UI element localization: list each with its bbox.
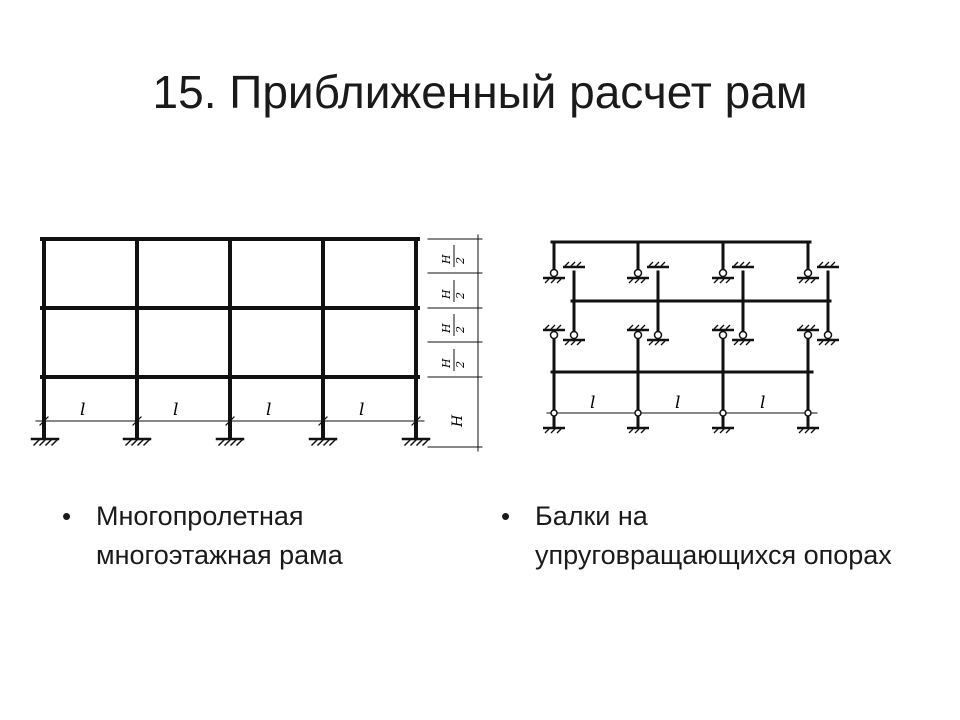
span-label: l (266, 400, 271, 420)
fixed-support (122, 437, 152, 447)
span-label: l (80, 400, 85, 420)
half-height-den: 2 (454, 292, 467, 300)
beams-on-elastic-supports-diagram: l l l (543, 240, 839, 434)
slide-title: 15. Приближенный расчет рам (152, 66, 808, 118)
bullet-item: • Балки на упруговращающихся опорах (501, 497, 895, 575)
span-label: l (173, 400, 178, 420)
half-height-num: H (440, 289, 453, 300)
half-height-den: 2 (454, 257, 467, 265)
elastic-supports (543, 261, 839, 434)
half-height-den: 2 (454, 326, 467, 334)
half-height-num: H (440, 358, 453, 369)
bullet-item: • Многопролетная многоэтажная рама (62, 497, 436, 575)
half-height-num: H (440, 254, 453, 265)
span-label: l (359, 400, 364, 420)
storey-height-label: H (450, 414, 466, 428)
fixed-support (308, 437, 338, 447)
bullet-text: Многопролетная многоэтажная рама (96, 501, 343, 570)
bullet-dot-icon: • (62, 501, 72, 531)
hinge-joints (549, 268, 833, 417)
fixed-support (215, 437, 245, 447)
multispan-frame-diagram: l l l l H 2 H 2 H 2 H 2 H (30, 234, 483, 452)
fixed-support (401, 437, 431, 447)
span-label: l (675, 393, 680, 413)
span-label: l (760, 393, 765, 413)
fixed-support (30, 437, 60, 447)
bullet-dot-icon: • (501, 501, 511, 531)
half-height-num: H (440, 323, 453, 334)
span-label: l (590, 393, 595, 413)
half-height-den: 2 (454, 361, 467, 369)
bullet-text: Балки на упруговращающихся опорах (535, 501, 892, 570)
dimension-ticks (39, 416, 421, 426)
